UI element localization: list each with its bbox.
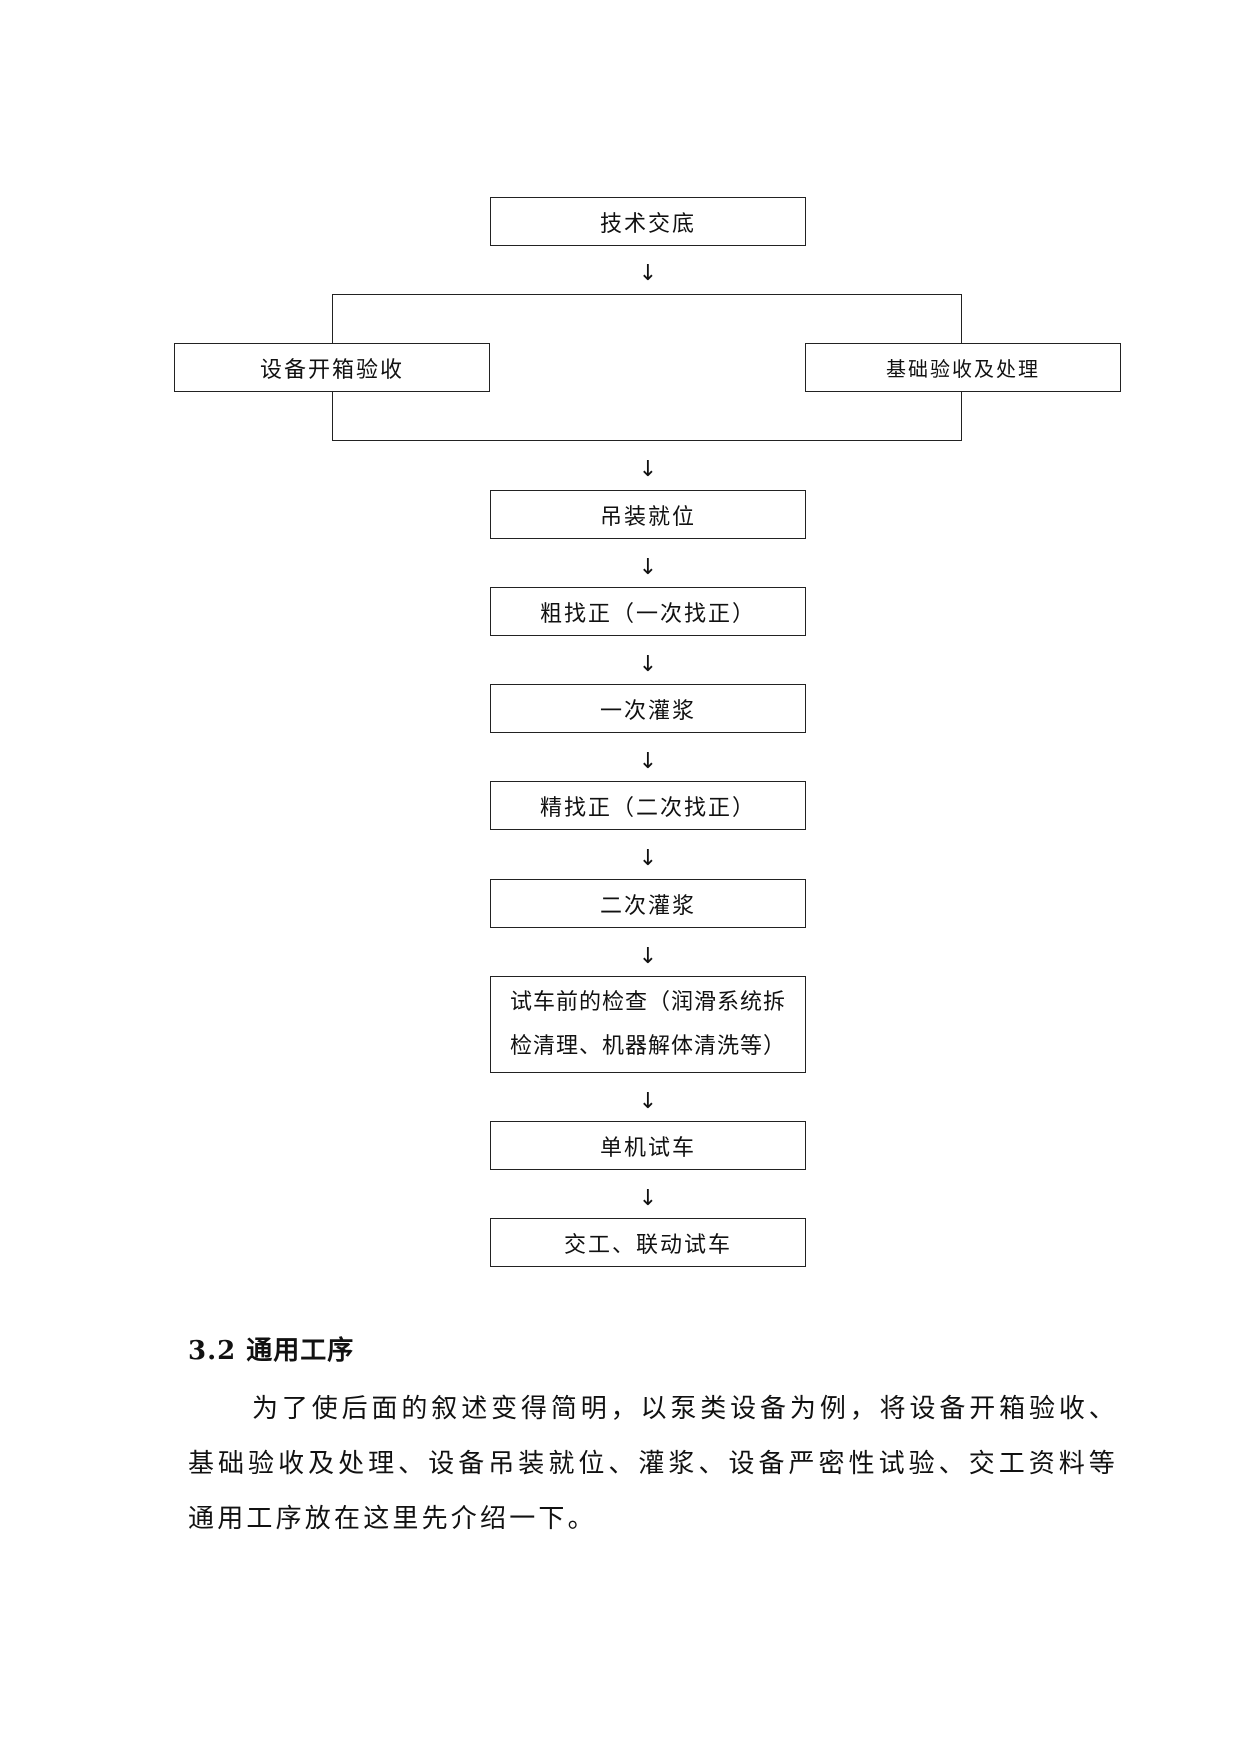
step-unpacking-inspection: 设备开箱验收 xyxy=(174,343,490,392)
step-pre-test-inspection: 试车前的检查（润滑系统拆 检清理、机器解体清洗等） xyxy=(490,976,806,1073)
arrow-down-icon: ↓ xyxy=(638,1186,658,1211)
arrow-down-icon: ↓ xyxy=(638,652,658,677)
step-second-grouting: 二次灌浆 xyxy=(490,879,806,928)
arrow-down-icon: ↓ xyxy=(638,457,658,482)
pre-test-inspection-line-2: 检清理、机器解体清洗等） xyxy=(509,1033,786,1059)
arrow-down-icon: ↓ xyxy=(638,749,658,774)
pre-test-inspection-line-1: 试车前的检查（润滑系统拆 xyxy=(509,989,786,1015)
step-single-machine-test: 单机试车 xyxy=(490,1121,806,1170)
step-lifting: 吊装就位 xyxy=(490,490,806,539)
arrow-down-icon: ↓ xyxy=(638,846,658,871)
arrow-down-icon: ↓ xyxy=(638,1089,658,1114)
arrow-down-icon: ↓ xyxy=(638,261,658,286)
section-paragraph: 为了使后面的叙述变得简明，以泵类设备为例，将设备开箱验收、基础验收及处理、设备吊… xyxy=(188,1394,1118,1534)
step-fine-alignment: 精找正（二次找正） xyxy=(490,781,806,830)
arrow-down-icon: ↓ xyxy=(638,555,658,580)
arrow-down-icon: ↓ xyxy=(638,944,658,969)
section-heading: 3.2 通用工序 xyxy=(188,1336,355,1366)
step-tech-briefing: 技术交底 xyxy=(490,197,806,246)
step-foundation-inspection: 基础验收及处理 xyxy=(805,343,1121,392)
step-handover-joint-test: 交工、联动试车 xyxy=(490,1218,806,1267)
step-rough-alignment: 粗找正（一次找正） xyxy=(490,587,806,636)
step-first-grouting: 一次灌浆 xyxy=(490,684,806,733)
